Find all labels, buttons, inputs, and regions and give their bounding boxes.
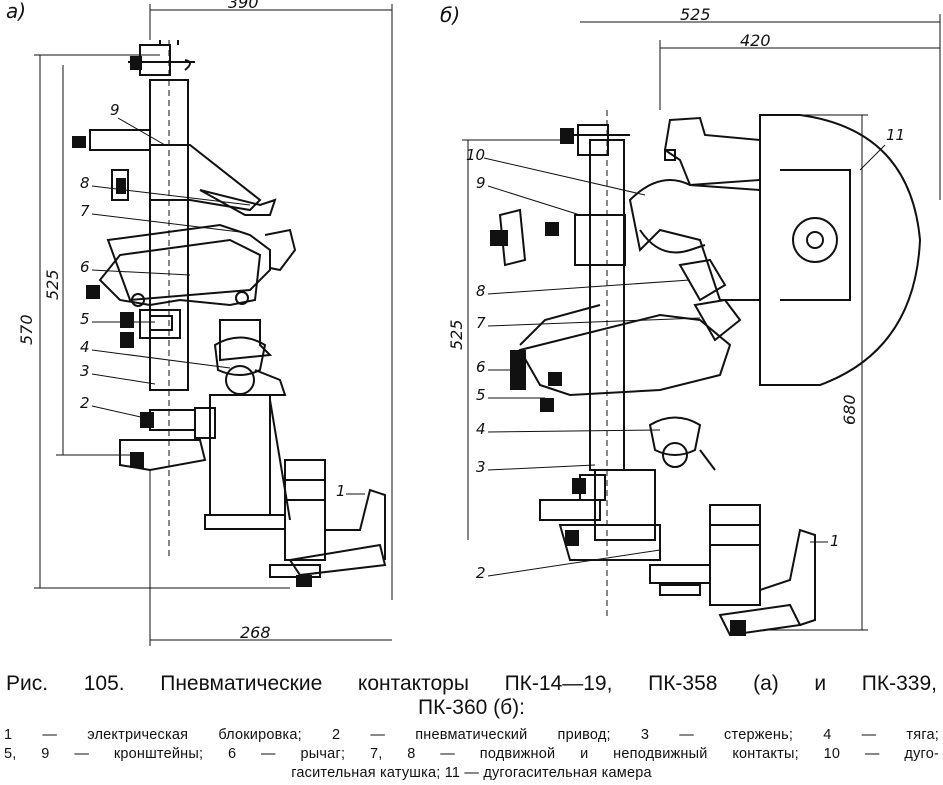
callout-b-6: 6 [476,358,486,376]
dim-390: 390 [228,0,259,12]
caption-legend-line3: гасительная катушка; 11 — дугогасительна… [291,765,652,781]
panel-a-callouts: 9 8 7 6 5 4 3 2 1 [80,101,365,500]
panel-b-label: б) [440,3,460,27]
dim-525-b-left: 525 [447,319,466,350]
caption-title-line2: ПК-360 (б): [417,696,526,719]
callout-a-7: 7 [80,202,90,220]
panel-b-drawing: б) 525 420 525 680 [440,3,941,637]
callout-b-1: 1 [830,532,840,550]
callout-b-3: 3 [476,458,486,476]
callout-b-4: 4 [476,420,486,438]
callout-a-5: 5 [80,310,90,328]
callout-a-3: 3 [80,362,90,380]
callout-b-9: 9 [476,174,486,192]
callout-a-1: 1 [336,482,346,500]
dim-680: 680 [840,394,859,425]
callout-b-2: 2 [476,564,486,582]
callout-b-7: 7 [476,314,486,332]
panel-a-drawing: а) 390 570 525 268 [6,0,393,646]
callout-a-8: 8 [80,174,90,192]
dim-525-b-top: 525 [680,5,711,24]
dim-420: 420 [740,31,771,50]
dim-570: 570 [17,314,36,345]
dim-525-a: 525 [43,269,62,300]
callout-b-11: 11 [886,126,905,144]
caption-title-line1: Рис. 105. Пневматические контакторы ПК-1… [6,672,937,695]
callout-a-4: 4 [80,338,90,356]
panel-a-label: а) [6,0,26,23]
callout-a-6: 6 [80,258,90,276]
callout-b-8: 8 [476,282,486,300]
panel-b-callouts: 10 9 8 7 6 5 4 3 2 1 11 [466,126,905,582]
figure-caption: Рис. 105. Пневматические контакторы ПК-1… [0,672,943,783]
callout-a-9: 9 [110,101,120,119]
dim-268: 268 [240,623,271,642]
callout-a-2: 2 [80,394,90,412]
callout-b-5: 5 [476,386,486,404]
caption-legend-line1: 1 — электрическая блокировка; 2 — пневма… [4,727,939,743]
caption-legend-line2: 5, 9 — кронштейны; 6 — рычаг; 7, 8 — под… [4,746,939,762]
callout-b-10: 10 [466,146,485,164]
technical-drawing: а) 390 570 525 268 [6,0,941,646]
